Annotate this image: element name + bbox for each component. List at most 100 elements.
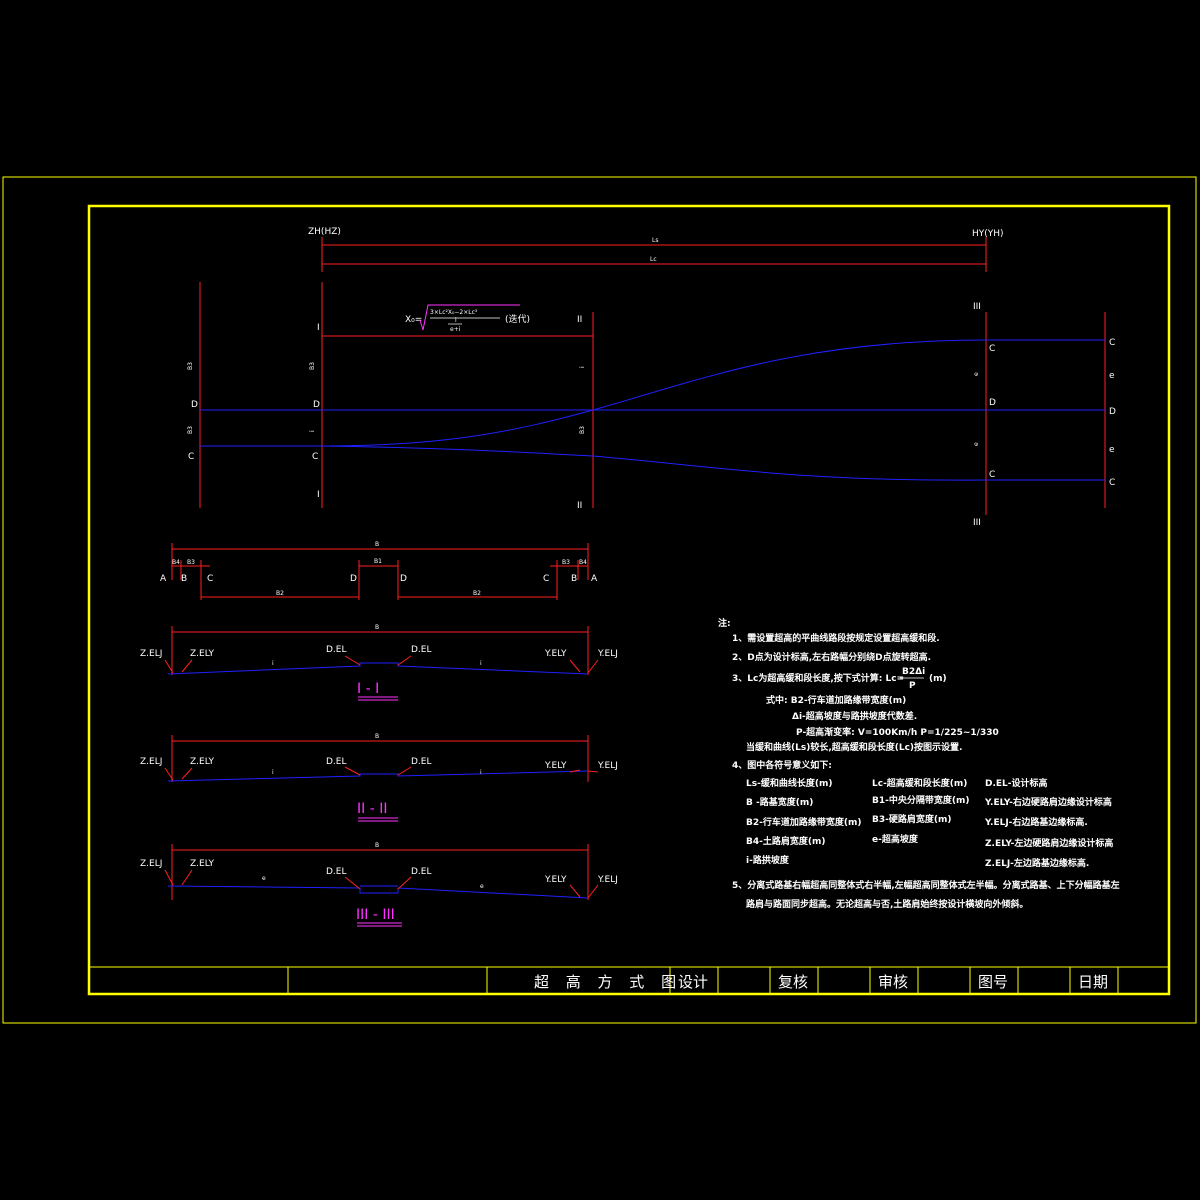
svg-text:B3: B3	[187, 559, 195, 566]
svg-text:B1: B1	[374, 558, 382, 565]
svg-text:B4: B4	[579, 559, 587, 566]
section-1-title: I - I	[357, 681, 379, 697]
svg-text:B2Δi: B2Δi	[902, 667, 925, 677]
plan-point-c-1: C	[188, 452, 194, 462]
svg-text:B3: B3	[562, 559, 570, 566]
svg-text:D.EL: D.EL	[326, 757, 347, 767]
wd-point-d-right: D	[400, 574, 407, 584]
svg-text:Z.ELY: Z.ELY	[190, 649, 215, 659]
svg-text:Z.ELY: Z.ELY	[190, 859, 215, 869]
wd-point-c-left: C	[207, 574, 213, 584]
svg-text:Lc-超高缓和段长度(m): Lc-超高缓和段长度(m)	[872, 777, 967, 789]
svg-text:B4-土路肩宽度(m): B4-土路肩宽度(m)	[746, 835, 825, 847]
svg-text:Z.ELY-左边硬路肩边缘设计标高: Z.ELY-左边硬路肩边缘设计标高	[985, 837, 1113, 849]
svg-text:i: i	[309, 430, 316, 432]
section-3-top-mark: III	[973, 302, 981, 312]
hy-label: HY(YH)	[972, 229, 1004, 239]
svg-text:D.EL: D.EL	[326, 645, 347, 655]
svg-text:Z.ELY: Z.ELY	[190, 757, 215, 767]
tb-check: 审核	[878, 973, 908, 991]
wd-point-d-left: D	[350, 574, 357, 584]
note-5a: 5、分离式路基右幅超高同整体式右半幅,左幅超高同整体式左半幅。分离式路基、上下分…	[732, 879, 1120, 891]
svg-text:D.EL: D.EL	[411, 645, 432, 655]
plan-point-d-3: D	[989, 398, 996, 408]
outer-frame	[2, 176, 1197, 1024]
plan-point-c-2: C	[312, 452, 318, 462]
svg-text:Z.ELJ: Z.ELJ	[140, 859, 162, 869]
svg-text:i: i	[272, 660, 274, 667]
svg-text:B -路基宽度(m): B -路基宽度(m)	[746, 796, 813, 808]
tb-review: 复核	[778, 973, 808, 991]
svg-text:B: B	[375, 624, 379, 631]
section-2-title: II - II	[357, 801, 387, 817]
plan-point-c-3: C	[989, 344, 995, 354]
svg-text:B4: B4	[172, 559, 180, 566]
svg-text:(迭代): (迭代)	[505, 313, 530, 325]
plan-view: ZH(HZ) HY(YH) Ls Lc I I II II III III X₀…	[187, 227, 1116, 528]
svg-text:B: B	[375, 733, 379, 740]
plan-point-c-5: C	[1109, 338, 1115, 348]
svg-text:e-超高坡度: e-超高坡度	[872, 833, 919, 845]
tb-design: 设计	[678, 973, 708, 991]
section-3-bottom-mark: III	[973, 518, 981, 528]
svg-text:D.EL-设计标高: D.EL-设计标高	[985, 777, 1048, 789]
ls-label: Ls	[652, 237, 658, 244]
svg-text:i: i	[455, 317, 457, 324]
svg-text:e: e	[973, 372, 980, 376]
svg-text:B3: B3	[187, 426, 194, 434]
svg-text:B1-中央分隔带宽度(m): B1-中央分隔带宽度(m)	[872, 794, 969, 806]
note-4: 4、图中各符号意义如下:	[732, 759, 832, 771]
svg-text:B: B	[375, 842, 379, 849]
section-1: B Z.ELJ Z.ELY D.EL D.EL Y.ELY Y.ELJ i i …	[140, 624, 618, 701]
svg-text:B2: B2	[276, 590, 284, 597]
svg-text:Z.ELJ-左边路基边缘标高.: Z.ELJ-左边路基边缘标高.	[985, 857, 1089, 869]
wd-point-b-left: B	[181, 574, 187, 584]
plan-point-d-4: D	[1109, 407, 1116, 417]
svg-text:(m): (m)	[929, 674, 947, 684]
zh-label: ZH(HZ)	[308, 227, 341, 237]
svg-text:当缓和曲线(Ls)较长,超高缓和段长度(Lc)按图示设置.: 当缓和曲线(Ls)较长,超高缓和段长度(Lc)按图示设置.	[746, 741, 962, 753]
svg-text:D.EL: D.EL	[411, 867, 432, 877]
plan-point-e-2: e	[1109, 445, 1115, 455]
section-3-title: III - III	[356, 907, 395, 923]
svg-text:P: P	[909, 681, 916, 691]
svg-text:D.EL: D.EL	[326, 867, 347, 877]
section-2-top-mark: II	[577, 315, 582, 325]
lc-label: Lc	[650, 256, 657, 263]
svg-text:Y.ELY-右边硬路肩边缘设计标高: Y.ELY-右边硬路肩边缘设计标高	[984, 796, 1112, 808]
svg-text:e: e	[480, 883, 484, 890]
svg-text:Y.ELY: Y.ELY	[544, 761, 567, 771]
plan-point-d-2: D	[313, 400, 320, 410]
svg-text:i: i	[480, 769, 482, 776]
section-2-bottom-mark: II	[577, 501, 582, 511]
svg-text:Δi-超高坡度与路拱坡度代数差.: Δi-超高坡度与路拱坡度代数差.	[792, 710, 917, 722]
wd-point-a-left: A	[160, 574, 167, 584]
svg-text:Y.ELJ: Y.ELJ	[597, 649, 618, 659]
x0-formula: X₀= 3×Lc²X₀−2×Lc³ i e+i (迭代)	[405, 304, 530, 333]
svg-text:Y.ELY: Y.ELY	[544, 649, 567, 659]
svg-text:Y.ELJ-右边路基边缘标高.: Y.ELJ-右边路基边缘标高.	[984, 816, 1088, 828]
svg-text:P-超高渐变率: V=100Km/h P=1/: P-超高渐变率: V=100Km/h P=1/225~1/330	[796, 726, 999, 738]
plan-point-d-1: D	[191, 400, 198, 410]
plan-point-e-1: e	[1109, 371, 1115, 381]
svg-text:e+i: e+i	[450, 326, 461, 333]
section-2: B Z.ELJ Z.ELY D.EL D.EL Y.ELY Y.ELJ i i …	[140, 733, 618, 822]
section-1-top-mark: I	[317, 323, 320, 333]
width-diagram: B B4 B3 B3 B4 B1 B2 B2 A B C D D C B A	[160, 541, 598, 600]
note-2: 2、D点为设计标高,左右路幅分别绕D点旋转超高.	[732, 651, 931, 663]
svg-text:i-路拱坡度: i-路拱坡度	[746, 854, 790, 866]
svg-text:i: i	[480, 660, 482, 667]
svg-text:Y.ELJ: Y.ELJ	[597, 875, 618, 885]
svg-text:Y.ELY: Y.ELY	[544, 875, 567, 885]
svg-text:B3: B3	[187, 362, 194, 370]
drawing-title: 超 高 方 式 图	[534, 973, 682, 991]
wd-point-a-right: A	[591, 574, 598, 584]
inner-frame	[87, 204, 1171, 996]
right-edge-curve	[321, 445, 1105, 481]
svg-text:B3: B3	[309, 362, 316, 370]
svg-text:i: i	[579, 366, 586, 368]
note-3: 3、Lc为超高缓和段长度,按下式计算: Lc=	[732, 672, 904, 684]
svg-text:D.EL: D.EL	[411, 757, 432, 767]
svg-text:Ls-缓和曲线长度(m): Ls-缓和曲线长度(m)	[746, 777, 832, 789]
